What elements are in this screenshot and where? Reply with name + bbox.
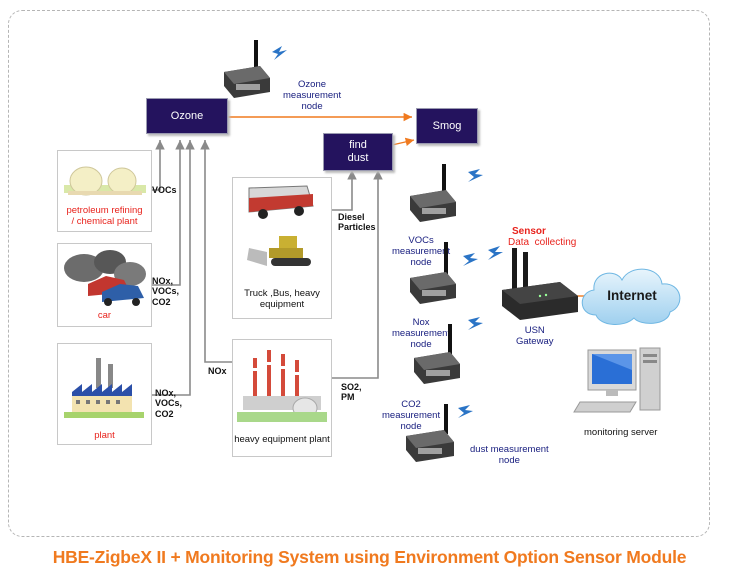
edge-label-nox: NOx — [208, 366, 227, 376]
vocs-node-label: VOCs measurement node — [392, 235, 451, 268]
ozone-box: Ozone — [146, 98, 228, 134]
signal-icon-gateway — [488, 246, 503, 260]
heavy-plant-label: heavy equipment plant — [234, 434, 330, 445]
arrow-plant-ozone — [150, 140, 195, 396]
power-plant-icon — [237, 350, 327, 422]
figure-caption: HBE-ZigbeX II + Monitoring System using … — [52, 547, 687, 567]
dust-node-label: dust measurement node — [470, 444, 549, 466]
arrow-diesel-dust — [330, 170, 357, 211]
edge-label-so2: SO2, PM — [341, 382, 362, 403]
signal-icon-dust — [458, 405, 473, 418]
car-smoke-icon — [64, 250, 146, 306]
truck-label: Truck ,Bus, heavy equipment — [244, 288, 320, 311]
find-dust-box: find dust — [323, 133, 393, 171]
usn-gateway-icon — [502, 248, 578, 320]
ozone-node-label: Ozone measurement node — [283, 79, 342, 112]
signal-icon-ozone — [272, 46, 287, 60]
smog-box: Smog — [416, 108, 478, 144]
truck-source: Truck ,Bus, heavy equipment — [232, 177, 332, 319]
signal-icon-nox — [463, 253, 478, 266]
signal-icon-vocs — [468, 169, 483, 182]
signal-icon-co2 — [468, 317, 483, 330]
ozone-node-icon — [224, 40, 270, 98]
co2-node-label: CO2 measurement node — [382, 399, 441, 432]
edge-label-plant-gases: NOx, VOCs, CO2 — [155, 388, 183, 419]
factory-icon — [64, 358, 144, 418]
dust-node-icon — [406, 404, 454, 462]
edge-label-car-gases: NOx, VOCs, CO2 — [152, 276, 180, 307]
edge-label-diesel: Diesel Particles — [338, 212, 376, 233]
sensor-data-label-2: Data collecting — [508, 237, 577, 248]
heavy-plant-source: heavy equipment plant — [232, 339, 332, 457]
bus-bulldozer-icon — [247, 185, 314, 266]
co2-node-icon — [414, 324, 460, 384]
sensor-data-label-1: Sensor — [512, 226, 546, 237]
monitoring-server-label: monitoring server — [584, 427, 658, 438]
plant-label: plant — [94, 430, 115, 441]
arrow-car-ozone — [150, 140, 185, 286]
car-source: car — [57, 243, 152, 327]
arrow-dust-smog — [391, 137, 415, 146]
car-label: car — [97, 310, 112, 321]
refinery-tanks-icon — [64, 166, 146, 196]
nox-node-label: Nox measurement node — [392, 317, 451, 350]
internet-label: Internet — [607, 288, 657, 303]
arrow-so2-dust — [330, 170, 383, 379]
plant-source: plant — [57, 343, 152, 445]
vocs-node-icon — [410, 164, 456, 222]
internet-cloud-icon — [581, 268, 681, 325]
diagram-frame — [8, 10, 710, 537]
monitoring-server-icon — [573, 347, 661, 413]
nox-node-icon — [410, 242, 456, 304]
arrow-nox-ozone — [200, 140, 232, 363]
petroleum-label: petroleum refining / chemical plant — [66, 205, 143, 228]
edge-label-vocs: VOCs — [152, 185, 177, 195]
usn-gateway-label: USN Gateway — [516, 325, 554, 347]
petroleum-source: petroleum refining / chemical plant — [57, 150, 152, 232]
